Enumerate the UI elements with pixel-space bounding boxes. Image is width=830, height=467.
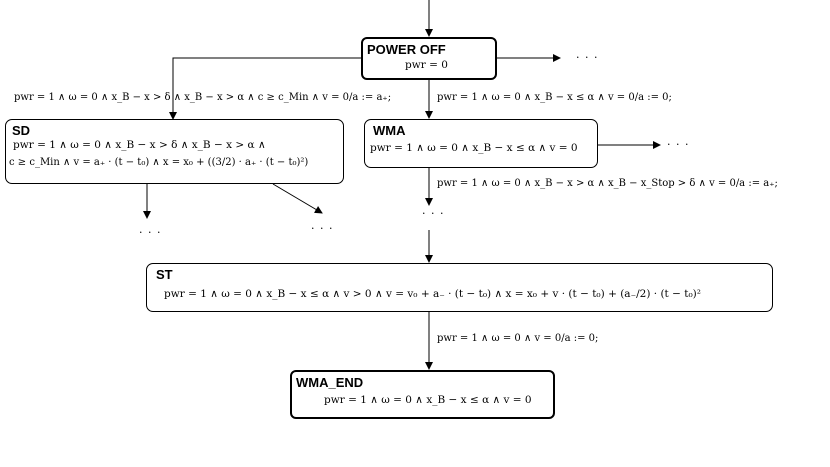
state-sd: SD pwr = 1 ∧ ω = 0 ∧ x_B − x > δ ∧ x_B −… (5, 119, 344, 184)
transition-label-to-sd: pwr = 1 ∧ ω = 0 ∧ x_B − x > δ ∧ x_B − x … (14, 92, 392, 103)
transition-label-to-wma: pwr = 1 ∧ ω = 0 ∧ x_B − x ≤ α ∧ v = 0/a … (437, 92, 672, 103)
state-name: POWER OFF (367, 42, 446, 57)
state-name: SD (12, 123, 31, 138)
state-invariant-line1: pwr = 1 ∧ ω = 0 ∧ x_B − x > δ ∧ x_B − x … (13, 139, 266, 151)
transition-label-st-to-end: pwr = 1 ∧ ω = 0 ∧ v = 0/a := 0; (437, 333, 599, 344)
ellipsis-sd-diagonal: · · · (311, 222, 334, 235)
arrow-sd-diagonal (272, 183, 323, 214)
arrow-poweroff-to-sd (169, 57, 361, 120)
state-invariant: pwr = 0 (405, 59, 448, 71)
state-invariant: pwr = 1 ∧ ω = 0 ∧ x_B − x ≤ α ∧ v > 0 ∧ … (164, 288, 701, 300)
ellipsis-wma-right: · · · (667, 138, 690, 151)
state-wma: WMA pwr = 1 ∧ ω = 0 ∧ x_B − x ≤ α ∧ v = … (364, 119, 598, 168)
state-wma-end: WMA_END pwr = 1 ∧ ω = 0 ∧ x_B − x ≤ α ∧ … (290, 370, 555, 419)
ellipsis-poweroff-right: · · · (576, 51, 599, 64)
ellipsis-sd-down: · · · (139, 226, 162, 239)
ellipsis-wma-down: · · · (422, 207, 445, 220)
state-name: WMA (373, 123, 406, 138)
state-power-off: POWER OFF pwr = 0 (361, 37, 497, 80)
state-st: ST pwr = 1 ∧ ω = 0 ∧ x_B − x ≤ α ∧ v > 0… (146, 263, 773, 312)
state-invariant-line2: c ≥ c_Min ∧ v = a₊ · (t − t₀) ∧ x = x₀ +… (9, 157, 309, 168)
state-invariant: pwr = 1 ∧ ω = 0 ∧ x_B − x ≤ α ∧ v = 0 (324, 394, 532, 406)
transition-label-wma-out: pwr = 1 ∧ ω = 0 ∧ x_B − x > α ∧ x_B − x_… (437, 178, 778, 189)
state-name: ST (156, 267, 173, 282)
state-invariant: pwr = 1 ∧ ω = 0 ∧ x_B − x ≤ α ∧ v = 0 (370, 142, 578, 154)
state-name: WMA_END (296, 375, 364, 390)
